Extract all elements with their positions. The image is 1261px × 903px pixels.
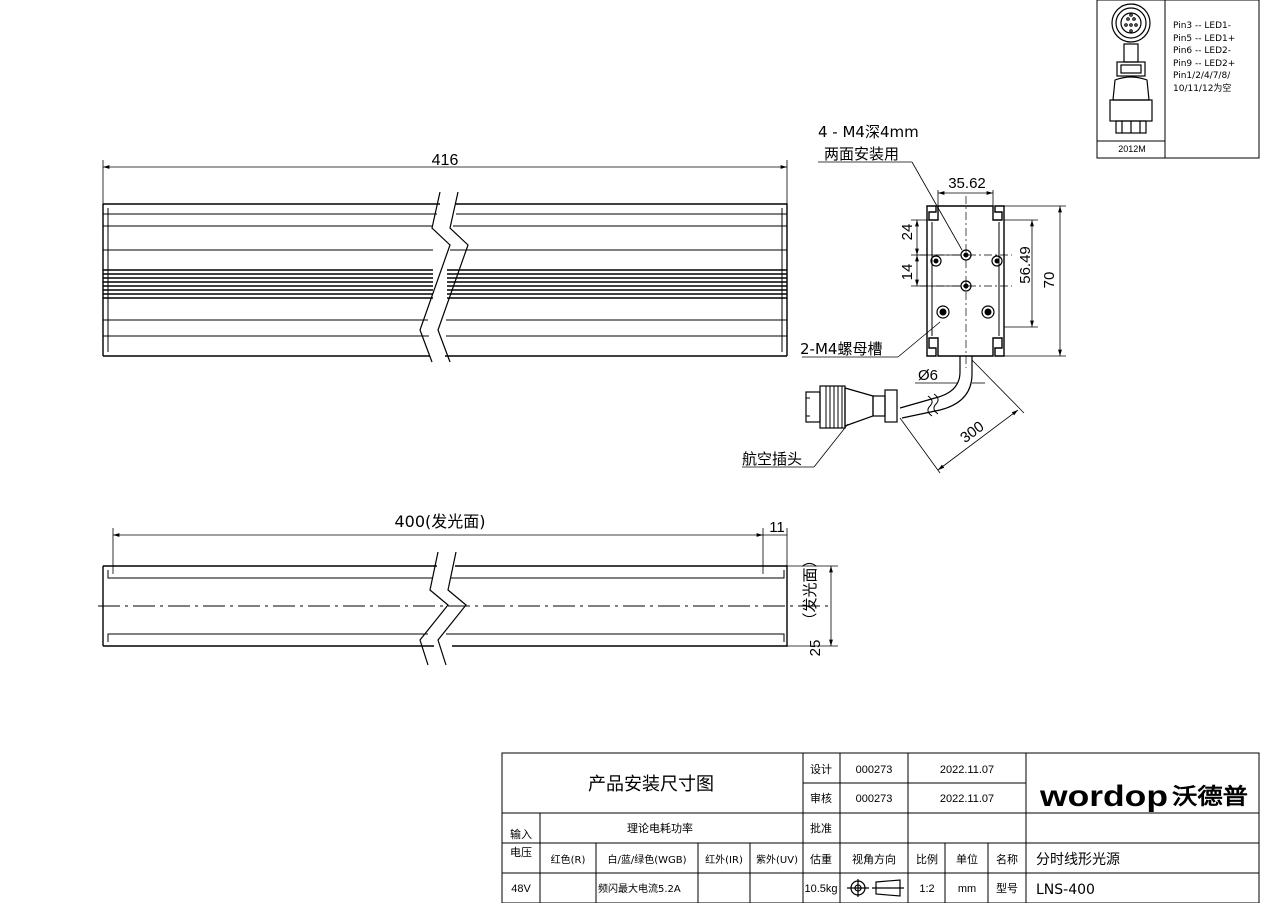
input-voltage-line2: 电压 [510, 846, 532, 859]
view-label: 视角方向 [852, 852, 896, 866]
brand-cn: 沃德普 [1172, 784, 1248, 810]
dim-14: 14 [899, 264, 916, 281]
emit-face-label: （发光面） [801, 552, 819, 627]
end-length-dimension: 11 [769, 519, 785, 536]
col-wgb: 白/蓝/绿色(WGB) [607, 853, 686, 866]
drawing-title: 产品安装尺寸图 [588, 774, 714, 795]
brand-latin: wordop [1039, 780, 1168, 813]
unit-value: mm [958, 883, 976, 895]
dim-70: 70 [1041, 272, 1058, 289]
emit-length-dimension: 400(发光面) [394, 512, 485, 531]
name-label: 名称 [996, 852, 1018, 866]
side-view [742, 161, 1066, 474]
design-date: 2022.11.07 [940, 764, 994, 776]
model-label: 型号 [996, 881, 1018, 895]
dim-5649: 56.49 [1017, 246, 1034, 284]
power-header: 理论电耗功率 [627, 821, 693, 835]
voltage-value: 48V [511, 883, 531, 895]
col-red: 红色(R) [551, 853, 586, 866]
projection-symbol-icon [847, 879, 904, 897]
scale-value: 1:2 [919, 883, 934, 895]
brand-logo: wordop 沃德普 [1039, 780, 1248, 813]
scale-label: 比例 [916, 852, 938, 866]
nut-slot-note: 2-M4螺母槽 [800, 340, 882, 358]
flash-current: 频闪最大电流5.2A [598, 882, 681, 895]
review-label: 审核 [810, 791, 832, 805]
title-block [501, 752, 1260, 903]
connector-pinout-icon [1109, 3, 1153, 134]
depth-dimension: 25 [807, 640, 824, 657]
cable-diameter: Ø6 [918, 367, 938, 384]
connector-note: 航空插头 [742, 450, 802, 468]
input-voltage-label: 输入 电压 [510, 827, 532, 859]
connector-model: 2012M [1118, 144, 1146, 154]
pin-line-6: 10/11/12为空 [1173, 82, 1231, 94]
weight-value: 10.5kg [804, 883, 837, 895]
review-date: 2022.11.07 [940, 793, 994, 805]
width-dimension: 35.62 [948, 175, 986, 192]
review-number: 000273 [856, 793, 893, 805]
pin-line-3: Pin6 -- LED2- [1173, 46, 1231, 56]
pin-line-4: Pin9 -- LED2+ [1173, 59, 1235, 69]
mount-note: 4 - M4深4mm [818, 123, 919, 141]
design-number: 000273 [856, 764, 893, 776]
col-uv: 紫外(UV) [756, 854, 798, 866]
length-dimension: 416 [432, 152, 459, 169]
dim-24: 24 [899, 224, 916, 241]
unit-label: 单位 [956, 852, 978, 866]
pin-line-1: Pin3 -- LED1- [1173, 21, 1231, 31]
front-view [102, 160, 788, 363]
pin-line-5: Pin1/2/4/7/8/ [1173, 71, 1231, 81]
model-value: LNS-400 [1036, 882, 1095, 898]
bottom-view [98, 528, 838, 666]
cable-length: 300 [957, 418, 987, 447]
weight-label: 估重 [810, 852, 832, 866]
input-voltage-line1: 输入 [510, 827, 532, 841]
col-ir: 红外(IR) [705, 853, 743, 866]
pin-definition-box: 2012M Pin3 -- LED1- Pin5 -- LED1+ Pin6 -… [1096, 0, 1260, 159]
name-value: 分时线形光源 [1036, 852, 1120, 868]
mount-note-sub: 两面安装用 [824, 145, 899, 163]
approve-label: 批准 [810, 821, 832, 835]
pin-line-2: Pin5 -- LED1+ [1173, 34, 1235, 44]
design-label: 设计 [810, 763, 832, 776]
